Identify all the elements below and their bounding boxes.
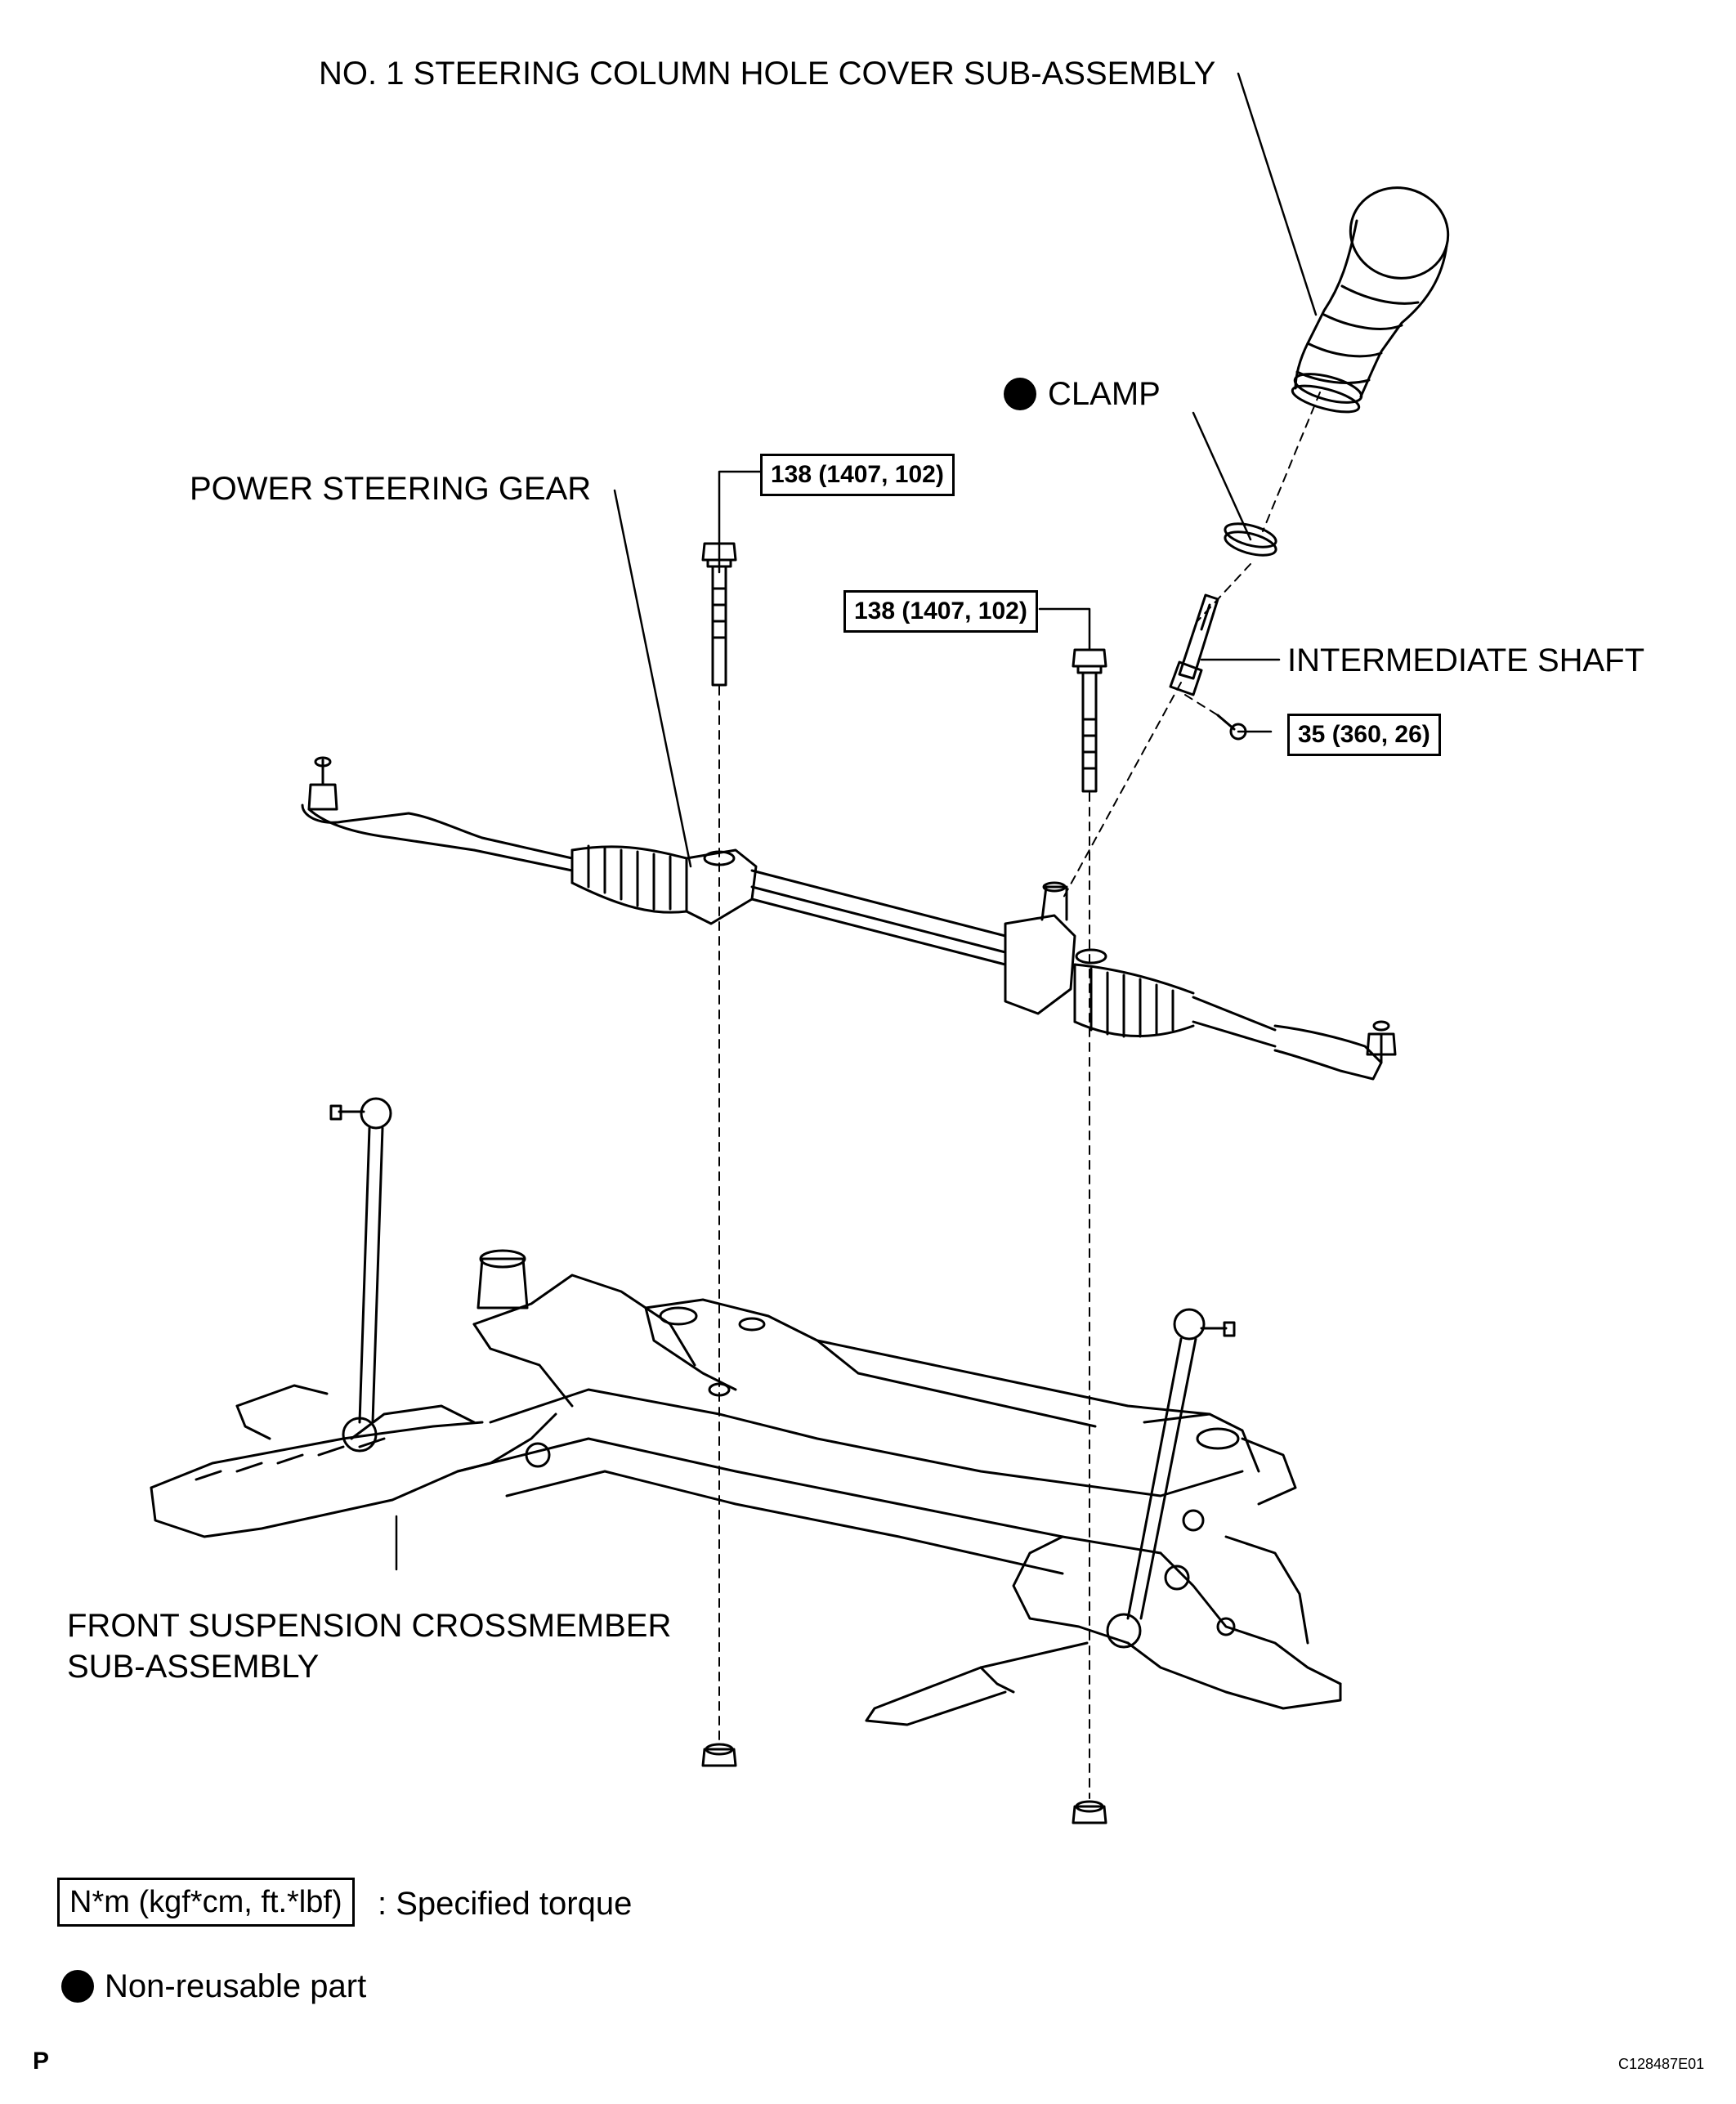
label-crossmember-line2: SUB-ASSEMBLY [67, 1649, 320, 1685]
torque-gear-bolt-left: 138 (1407, 102) [760, 454, 955, 496]
label-power-steering-gear: POWER STEERING GEAR [190, 471, 592, 507]
crossmember-nut-left [701, 1743, 737, 1767]
torque-gear-bolt-right: 138 (1407, 102) [843, 590, 1038, 633]
shaft-bolt [1216, 714, 1247, 741]
stabilizer-link-left [329, 1097, 392, 1453]
crossmember-nut-right [1072, 1800, 1107, 1824]
leader-lines [395, 72, 1318, 1571]
legend-nonreusable-icon [61, 1970, 94, 2003]
label-intermediate-shaft: INTERMEDIATE SHAFT [1287, 642, 1645, 678]
page-mark: P [33, 2048, 50, 2075]
legend-nonreusable-text: Non-reusable part [105, 1968, 367, 2004]
crossmember-part [150, 1249, 1342, 1726]
nonreusable-marker-clamp [1004, 378, 1036, 410]
gear-bolt-left [701, 542, 737, 687]
torque-shaft-bolt: 35 (360, 26) [1287, 714, 1441, 756]
clamp-part [1224, 522, 1277, 557]
gear-bolt-right [1072, 648, 1107, 793]
label-crossmember-line1: FRONT SUSPENSION CROSSMEMBER [67, 1608, 672, 1644]
power-steering-gear-part [301, 756, 1397, 1081]
hole-cover-boot [1291, 186, 1450, 414]
intermediate-shaft-part [1169, 593, 1219, 696]
legend-torque-unit: N*m (kgf*cm, ft.*lbf) [57, 1878, 355, 1927]
figure-id: C128487E01 [1618, 2056, 1705, 2072]
stabilizer-link-right [1106, 1308, 1236, 1649]
label-clamp: CLAMP [1048, 376, 1161, 412]
legend-torque-desc: : Specified torque [378, 1886, 633, 1922]
label-hole-cover: NO. 1 STEERING COLUMN HOLE COVER SUB-ASS… [319, 56, 1216, 92]
